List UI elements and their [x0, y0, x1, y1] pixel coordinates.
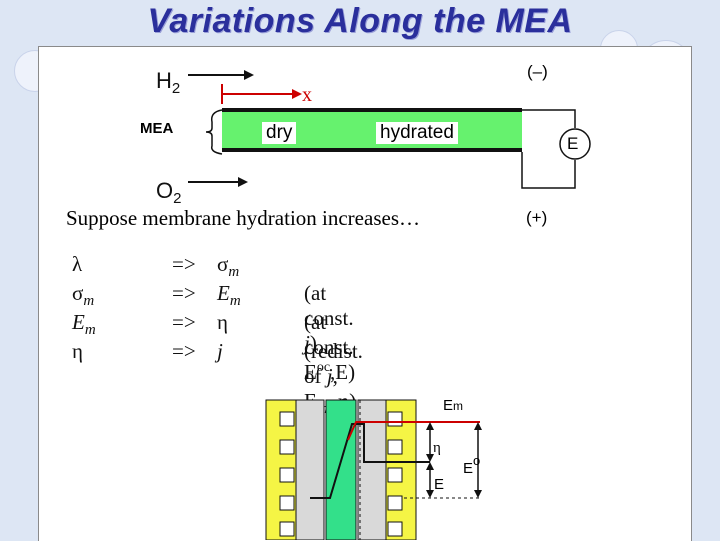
eo-arrowhead-top — [474, 422, 482, 430]
eo-arrowhead-bottom — [474, 490, 482, 498]
circuit-wire-top — [522, 109, 576, 128]
e-arrowhead-bottom — [426, 490, 434, 498]
anode-channels — [279, 411, 295, 537]
e-arrowhead-top — [426, 462, 434, 470]
eta-arrowhead-bottom — [426, 454, 434, 462]
cathode-channels — [387, 411, 403, 537]
x-arrowhead — [292, 89, 302, 99]
plus-terminal-label: (+) — [526, 208, 548, 227]
circuit-wire-bottom — [521, 152, 576, 189]
em-label: Em — [443, 397, 464, 414]
dry-label: dry — [262, 122, 297, 144]
x-label: x — [302, 84, 312, 106]
e-label: E — [434, 476, 445, 493]
potential-profile-line — [310, 423, 430, 499]
voltage-source-circle — [559, 128, 591, 160]
eo-label: Eo — [463, 453, 481, 477]
h2-label: H2 — [156, 68, 181, 97]
cell-voltage-label: E — [567, 134, 579, 153]
o2-label: O2 — [156, 178, 182, 207]
eta-arrowhead-top — [426, 422, 434, 430]
h2-arrowhead — [244, 70, 254, 80]
mea-label: MEA — [140, 120, 174, 137]
hydrated-label: hydrated — [376, 122, 458, 144]
eta-label: η — [433, 440, 441, 456]
center-membrane — [325, 399, 357, 540]
o2-arrowhead — [238, 177, 248, 187]
minus-terminal-label: (–) — [527, 62, 548, 81]
em-line — [347, 421, 480, 441]
anode-gdl — [295, 399, 325, 540]
hydration-statement: Suppose membrane hydration increases… — [66, 206, 420, 230]
slide-title: Variations Along the MEA — [147, 2, 573, 40]
mea-brace — [205, 109, 223, 155]
